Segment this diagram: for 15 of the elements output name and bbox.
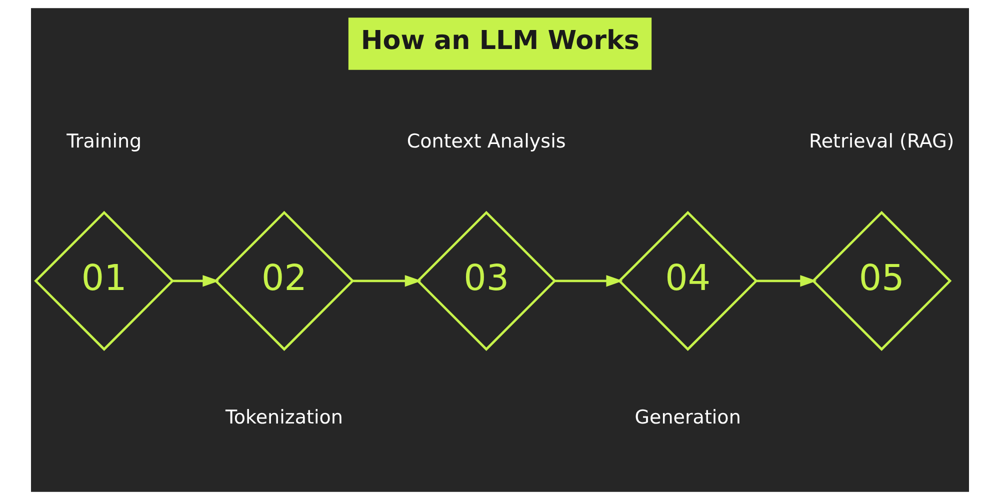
arrow <box>554 275 623 287</box>
node-diamond: 02 <box>214 210 354 351</box>
node-diamond: 04 <box>618 210 758 351</box>
node-diamond: 05 <box>812 210 952 351</box>
arrow <box>353 275 422 287</box>
node-label: Context Analysis <box>406 130 566 153</box>
arrow <box>172 275 220 287</box>
node-label: Retrieval (RAG) <box>808 130 954 153</box>
node-label: Training <box>66 130 142 153</box>
diagram-title: How an LLM Works <box>360 26 640 56</box>
node-diamond: 01 <box>34 210 174 351</box>
node-diamond: 03 <box>416 210 556 351</box>
arrow <box>756 275 817 287</box>
node-label: Tokenization <box>226 406 343 428</box>
node-label: Generation <box>634 406 741 428</box>
